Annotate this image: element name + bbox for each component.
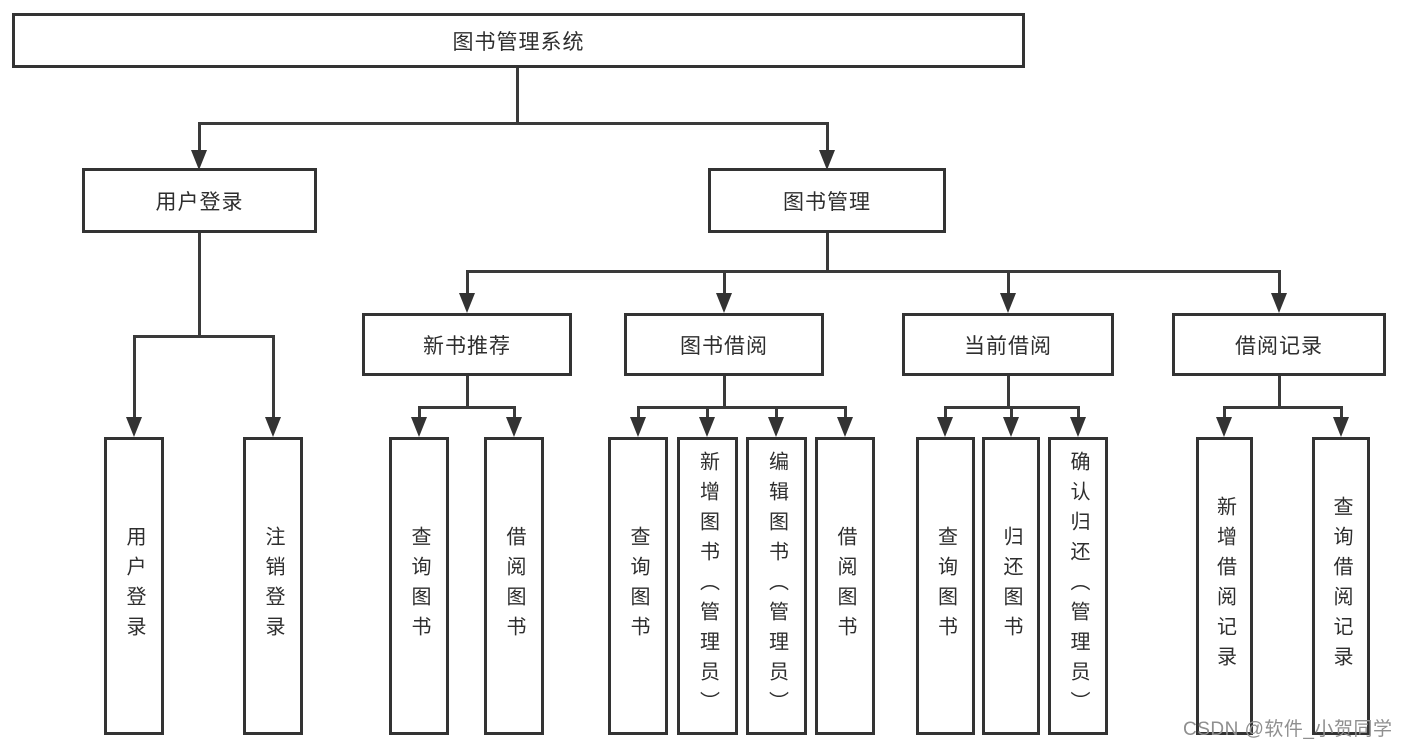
node-label: 借阅图书 bbox=[834, 526, 856, 646]
node-leaf-user-login: 用户登录 bbox=[104, 437, 164, 735]
node-label: 注销登录 bbox=[262, 526, 284, 646]
connector-line bbox=[272, 335, 275, 417]
arrowhead-down-icon bbox=[1333, 417, 1349, 437]
arrowhead-down-icon bbox=[1003, 417, 1019, 437]
arrowhead-down-icon bbox=[459, 293, 475, 313]
connector-line bbox=[723, 270, 726, 293]
connector-line bbox=[133, 335, 136, 417]
connector-line bbox=[516, 68, 519, 122]
node-leaf-edit-books-admin: 编辑图书（管理员） bbox=[746, 437, 807, 735]
connector-line bbox=[1223, 406, 1342, 409]
connector-line bbox=[418, 406, 421, 417]
node-leaf-confirm-return-admin: 确认归还（管理员） bbox=[1048, 437, 1108, 735]
node-book-management: 图书管理 bbox=[708, 168, 946, 233]
connector-line bbox=[1278, 270, 1281, 293]
connector-line bbox=[1278, 376, 1281, 406]
node-label: 用户登录 bbox=[123, 526, 145, 646]
node-label: 图书管理系统 bbox=[452, 30, 585, 54]
arrowhead-down-icon bbox=[819, 150, 835, 170]
arrowhead-down-icon bbox=[716, 293, 732, 313]
arrowhead-down-icon bbox=[837, 417, 853, 437]
node-label: 新增图书（管理员） bbox=[696, 451, 719, 721]
connector-line bbox=[133, 335, 275, 338]
connector-line bbox=[513, 406, 516, 417]
node-library-management-system: 图书管理系统 bbox=[12, 13, 1025, 68]
connector-line bbox=[1010, 406, 1013, 417]
node-leaf-add-books-admin: 新增图书（管理员） bbox=[677, 437, 738, 735]
node-leaf-query-books-recommend: 查询图书 bbox=[389, 437, 449, 735]
node-label: 编辑图书（管理员） bbox=[765, 451, 788, 721]
arrowhead-down-icon bbox=[630, 417, 646, 437]
node-leaf-query-borrow-record: 查询借阅记录 bbox=[1312, 437, 1370, 735]
node-label: 查询图书 bbox=[408, 526, 430, 646]
node-label: 用户登录 bbox=[155, 190, 244, 214]
connector-line bbox=[198, 122, 201, 150]
connector-line bbox=[418, 406, 516, 409]
csdn-watermark: CSDN @软件_小贺同学 bbox=[1183, 719, 1393, 740]
arrowhead-down-icon bbox=[768, 417, 784, 437]
node-label: 图书借阅 bbox=[680, 334, 768, 358]
arrowhead-down-icon bbox=[1000, 293, 1016, 313]
connector-line bbox=[1223, 406, 1226, 417]
arrowhead-down-icon bbox=[191, 150, 207, 170]
node-label: 借阅图书 bbox=[503, 526, 525, 646]
arrowhead-down-icon bbox=[1216, 417, 1232, 437]
node-label: 查询借阅记录 bbox=[1330, 496, 1352, 676]
connector-line bbox=[826, 233, 829, 270]
node-label: 当前借阅 bbox=[964, 334, 1052, 358]
arrowhead-down-icon bbox=[1271, 293, 1287, 313]
connector-line bbox=[1340, 406, 1343, 417]
node-label: 查询图书 bbox=[627, 526, 649, 646]
connector-line bbox=[944, 406, 947, 417]
connector-line bbox=[198, 122, 829, 125]
connector-line bbox=[466, 270, 1281, 273]
node-leaf-query-books-current: 查询图书 bbox=[916, 437, 975, 735]
node-leaf-borrow-books: 借阅图书 bbox=[815, 437, 875, 735]
arrowhead-down-icon bbox=[699, 417, 715, 437]
arrowhead-down-icon bbox=[506, 417, 522, 437]
node-leaf-query-books-borrowing: 查询图书 bbox=[608, 437, 668, 735]
arrowhead-down-icon bbox=[126, 417, 142, 437]
node-leaf-return-books: 归还图书 bbox=[982, 437, 1040, 735]
connector-line bbox=[637, 406, 640, 417]
node-label: 图书管理 bbox=[783, 190, 871, 214]
connector-line bbox=[1077, 406, 1080, 417]
connector-line bbox=[1007, 270, 1010, 293]
connector-line bbox=[826, 122, 829, 150]
node-leaf-borrow-books-recommend: 借阅图书 bbox=[484, 437, 544, 735]
connector-line bbox=[1007, 376, 1010, 406]
node-label: 查询图书 bbox=[934, 526, 957, 646]
node-label: 新书推荐 bbox=[423, 334, 511, 358]
connector-line bbox=[637, 406, 846, 409]
connector-line bbox=[844, 406, 847, 417]
node-leaf-add-borrow-record: 新增借阅记录 bbox=[1196, 437, 1253, 735]
node-label: 确认归还（管理员） bbox=[1067, 451, 1089, 721]
node-leaf-logout: 注销登录 bbox=[243, 437, 303, 735]
arrowhead-down-icon bbox=[1070, 417, 1086, 437]
connector-line bbox=[198, 233, 201, 335]
node-borrowing-records: 借阅记录 bbox=[1172, 313, 1386, 376]
arrowhead-down-icon bbox=[937, 417, 953, 437]
connector-line bbox=[706, 406, 709, 417]
node-new-book-recommendation: 新书推荐 bbox=[362, 313, 572, 376]
arrowhead-down-icon bbox=[265, 417, 281, 437]
connector-line bbox=[466, 376, 469, 406]
node-label: 归还图书 bbox=[1000, 526, 1022, 646]
node-label: 新增借阅记录 bbox=[1213, 496, 1236, 676]
node-label: 借阅记录 bbox=[1235, 334, 1323, 358]
node-current-borrowing: 当前借阅 bbox=[902, 313, 1114, 376]
connector-line bbox=[723, 376, 726, 406]
arrowhead-down-icon bbox=[411, 417, 427, 437]
node-user-login: 用户登录 bbox=[82, 168, 317, 233]
node-book-borrowing: 图书借阅 bbox=[624, 313, 824, 376]
connector-line bbox=[775, 406, 778, 417]
connector-line bbox=[466, 270, 469, 293]
